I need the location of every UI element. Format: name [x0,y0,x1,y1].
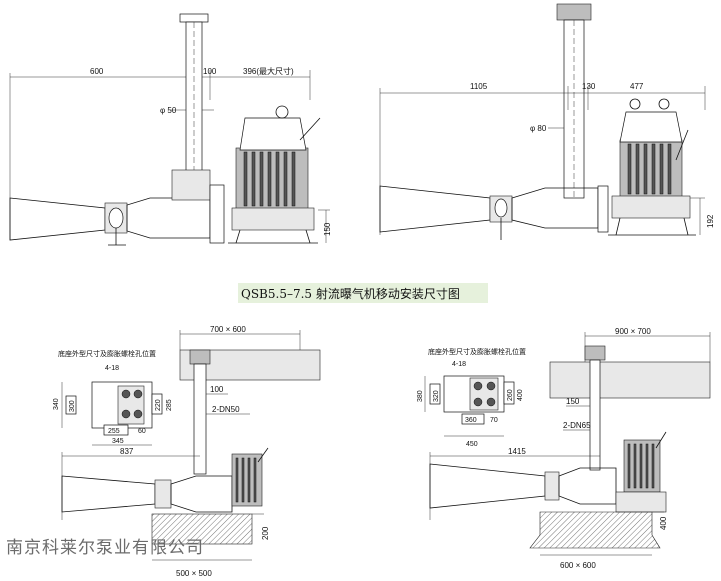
dim-320: 320 [433,390,440,402]
dim-477: 477 [630,82,644,91]
base-detail-title: 底座外型尺寸及膨胀螺栓孔位置 [428,347,526,356]
dim-837: 837 [120,447,134,456]
motor-fins [243,151,296,207]
dim-70: 70 [490,417,498,424]
dim-260: 260 [507,389,514,401]
dim-400: 400 [517,389,524,401]
motor-fins-right [627,143,672,195]
dim-900x700: 900 × 700 [615,327,651,336]
dim-130: 130 [582,82,596,91]
dim-220: 220 [155,399,162,411]
dim-300: 300 [69,400,76,412]
dim-400b: 400 [659,516,668,530]
drawing-caption: QSB5.5–7.5 射流曝气机移动安装尺寸图 [241,286,460,301]
dim-345: 345 [112,438,124,445]
dim-2dn65: 2-DN65 [563,421,591,430]
top-left-view: 600 100 396(最大尺寸) φ 50 [9,13,332,246]
dim-4-18: 4-18 [105,365,119,372]
dim-150: 150 [323,222,332,236]
dim-700x600: 700 × 600 [210,325,246,334]
dim-150: 150 [566,397,580,406]
dim-285: 285 [166,399,173,411]
dim-450: 450 [466,441,478,448]
dim-100: 100 [210,385,224,394]
caption-background [238,283,488,303]
dim-380: 380 [417,390,424,402]
dim-60: 60 [138,428,146,435]
dim-phi50: φ 50 [160,106,177,115]
dim-600x600: 600 × 600 [560,561,596,570]
dim-2dn50: 2-DN50 [212,405,240,414]
dim-396: 396(最大尺寸) [243,66,294,76]
dim-1105: 1105 [470,82,488,91]
dim-100: 100 [203,67,217,76]
dim-phi80: φ 80 [530,124,547,133]
dim-340: 340 [53,398,60,410]
dim-600: 600 [90,67,104,76]
motor-fins-bl [235,457,257,503]
dim-192: 192 [706,214,715,228]
bottom-left-view: 700 × 600 100 2-DN50 底座外型尺寸及膨胀螺栓孔位置 4-18… [53,325,321,578]
company-watermark: 南京科莱尔泵业有限公司 [6,538,204,558]
dim-200: 200 [261,526,270,540]
motor-fins-br [627,443,655,489]
dim-4-18: 4-18 [452,361,466,368]
dim-255: 255 [108,428,120,435]
dim-1415: 1415 [508,447,526,456]
top-right-view: 1105 130 477 φ 80 192 [379,3,715,240]
bottom-right-view: 900 × 700 150 2-DN65 底座外型尺寸及膨胀螺栓孔位置 4-18… [417,327,711,570]
dim-500x500: 500 × 500 [176,569,212,578]
base-detail-title: 底座外型尺寸及膨胀螺栓孔位置 [58,349,156,358]
dim-360: 360 [465,417,477,424]
